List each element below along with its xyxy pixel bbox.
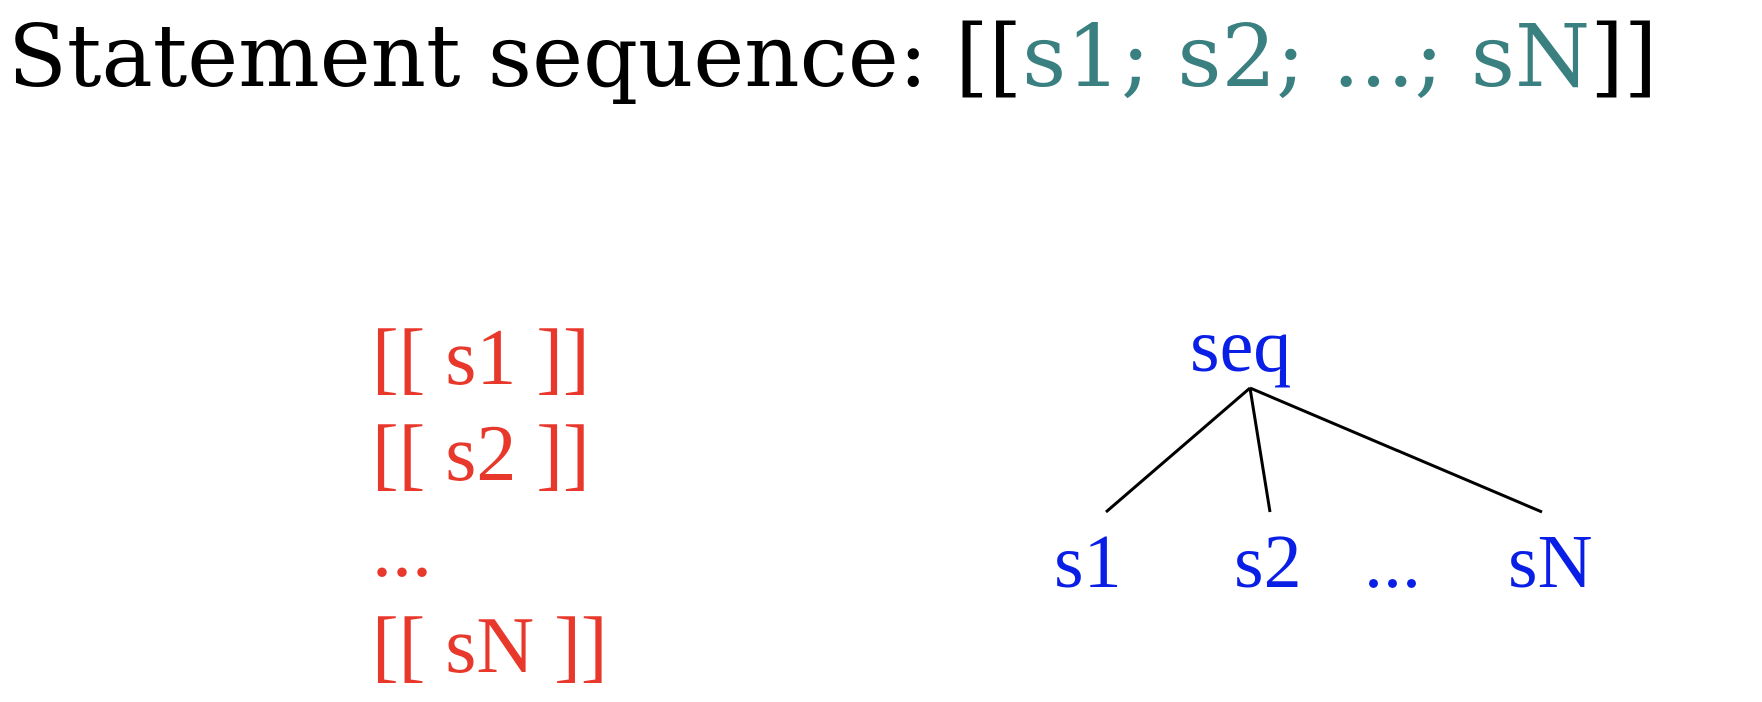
translation-line-ellipsis: ...	[372, 506, 432, 594]
translation-line-s2: [[ s2 ]]	[372, 410, 590, 498]
tree-child-ellipsis: ...	[1364, 520, 1421, 604]
title-sequence: s1; s2; ...; sN	[1022, 7, 1591, 107]
tree-root-seq: seq	[1190, 304, 1292, 388]
edge-seq-s1	[1105, 386, 1251, 514]
title-label: Statement sequence:	[8, 7, 928, 107]
tree-child-s2: s2	[1234, 520, 1302, 604]
edge-seq-s2	[1248, 387, 1272, 513]
tree-child-s1: s1	[1054, 520, 1122, 604]
translation-line-sN: [[ sN ]]	[372, 602, 608, 690]
edge-seq-sN	[1249, 386, 1543, 514]
slide-title: Statement sequence: [[s1; s2; ...; sN]]	[8, 2, 1657, 112]
tree-child-sN: sN	[1508, 520, 1593, 604]
title-open-bracket: [[	[955, 7, 1023, 107]
translation-list: [[ s1 ]] [[ s2 ]] ... [[ sN ]]	[372, 310, 607, 694]
translation-line-s1: [[ s1 ]]	[372, 314, 590, 402]
title-close-bracket: ]]	[1590, 7, 1658, 107]
